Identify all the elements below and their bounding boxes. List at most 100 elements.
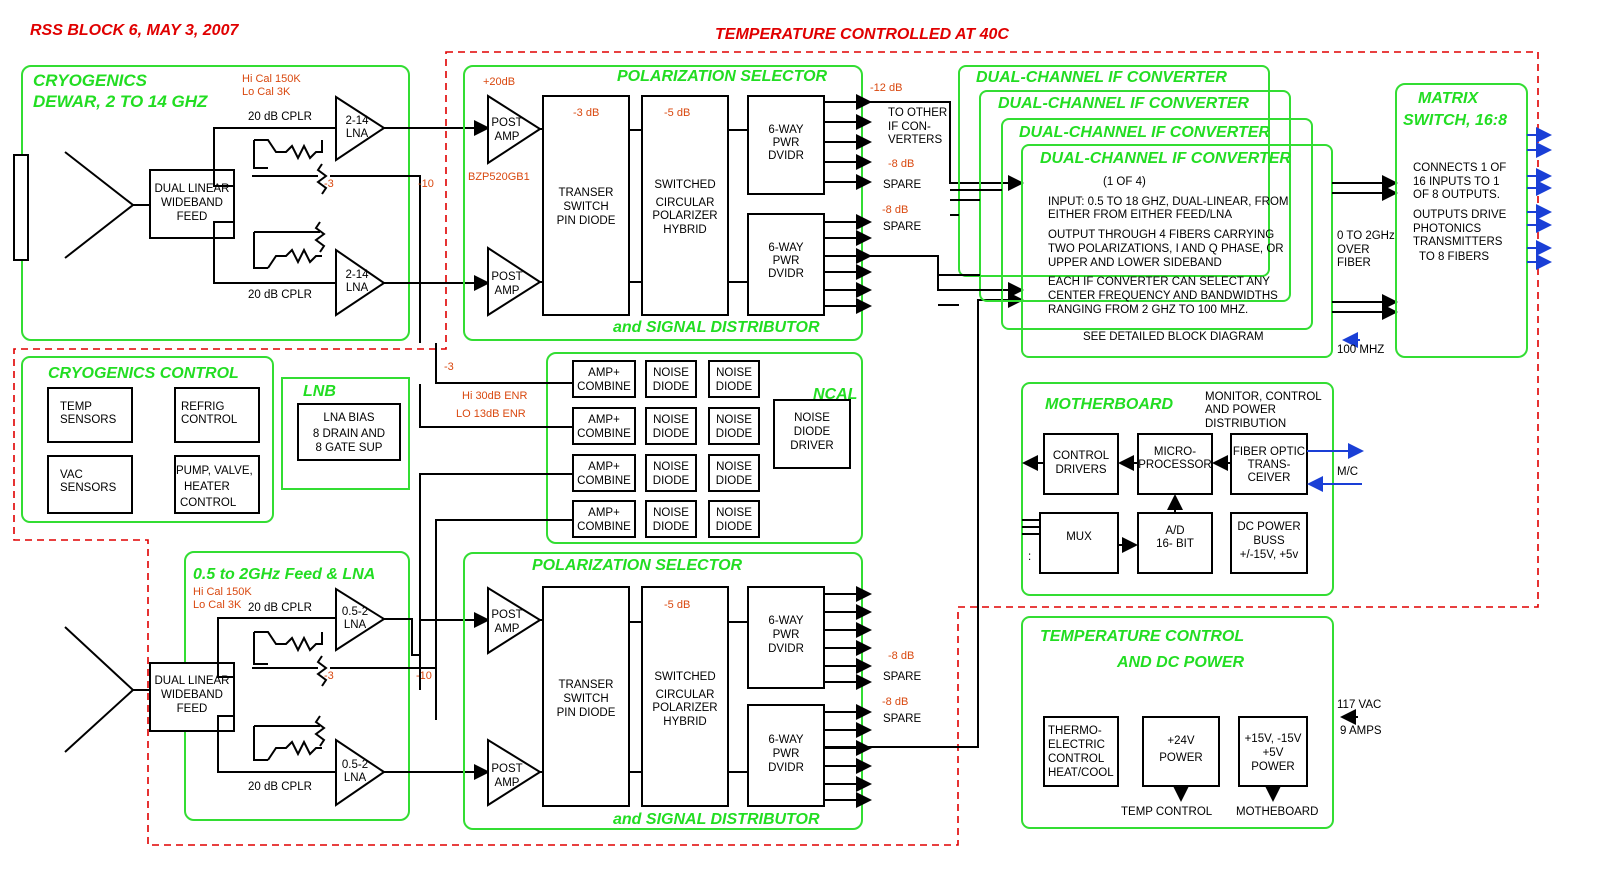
motherboard-block: MOTHERBOARD MONITOR, CONTROL AND POWER D… [1021,382,1364,596]
cryogenics-dewar-block: CRYOGENICS DEWAR, 2 TO 14 GHZ Hi Cal 150… [13,65,490,341]
svg-text:DVIDR: DVIDR [768,643,804,655]
svg-text:CONTROL: CONTROL [1053,450,1110,462]
transfer-switch-low [542,586,630,807]
svg-text:0.5-2: 0.5-2 [342,759,368,771]
lna-bias [297,403,401,461]
lna-bottom [335,248,386,317]
svg-text:20 dB CPLR: 20 dB CPLR [248,602,312,614]
svg-text:HYBRID: HYBRID [663,224,706,236]
svg-text:SPARE: SPARE [883,671,921,683]
svg-text:+15V, -15V: +15V, -15V [1245,733,1302,745]
svg-text:VAC: VAC [60,469,83,481]
svg-text:DISTRIBUTION: DISTRIBUTION [1205,418,1286,430]
svg-text:-3 dB: -3 dB [573,107,599,119]
noise-diode [708,360,760,398]
noise-diode-label: DIODE [653,521,690,533]
svg-text:-3: -3 [324,670,334,682]
svg-text:ELECTRIC: ELECTRIC [1048,739,1105,751]
svg-text:HYBRID: HYBRID [663,716,706,728]
svg-text:-8 dB: -8 dB [888,650,914,662]
svg-text:INPUT: 0.5 TO 18 GHZ, DUAL-LIN: INPUT: 0.5 TO 18 GHZ, DUAL-LINEAR, FROM [1048,196,1289,208]
svg-text:IF CON-: IF CON- [888,121,931,133]
svg-text:-10: -10 [416,670,432,682]
svg-text:16 INPUTS TO 1: 16 INPUTS TO 1 [1413,176,1500,188]
power-divider-bottom [747,213,825,316]
svg-text:AMP: AMP [495,131,520,143]
svg-text:POST: POST [491,609,522,621]
svg-text:2-14: 2-14 [345,115,369,127]
low-lna-bottom [335,738,386,807]
svg-text:0 TO 2GHz: 0 TO 2GHz [1337,230,1395,242]
noise-diode [708,454,760,492]
matrix-switch-block: MATRIX SWITCH, 16:8 CONNECTS 1 OF 16 INP… [1395,83,1552,358]
svg-text:A/D: A/D [1165,525,1184,537]
svg-text:LNA: LNA [344,772,367,784]
mux [1039,512,1119,574]
svg-text:-5 dB: -5 dB [664,107,690,119]
coupler-top-label: 20 dB CPLR [248,111,312,123]
noise-diode-label: DIODE [653,475,690,487]
svg-text:-8 dB: -8 dB [882,204,908,216]
cryogenics-title: CRYOGENICS [33,71,148,90]
post-amp-bottom [487,246,542,317]
svg-text:AND POWER: AND POWER [1205,404,1276,416]
svg-text:SWITCHED: SWITCHED [654,179,715,191]
svg-text:-3: -3 [324,178,334,190]
svg-text:+20dB: +20dB [483,76,515,88]
svg-text:100 MHZ: 100 MHZ [1337,344,1384,356]
svg-text:Hi 30dB ENR: Hi 30dB ENR [462,390,527,402]
svg-text:TRANSER: TRANSER [559,187,614,199]
svg-text:-12 dB: -12 dB [870,82,902,94]
svg-text:AND DC POWER: AND DC POWER [1116,654,1245,671]
svg-text:+/-15V, +5v: +/-15V, +5v [1240,549,1299,561]
coupler-bottom-label: 20 dB CPLR [248,289,312,301]
noise-diode-label: NOISE [716,414,752,426]
amp-combine-label: COMBINE [577,428,631,440]
svg-text:LNB: LNB [303,383,336,400]
post-amp-low-bottom [487,738,542,807]
noise-diode-label: NOISE [653,507,689,519]
pump-valve-heater-control [174,455,260,514]
svg-text:TEMP: TEMP [60,401,92,413]
svg-text:6-WAY: 6-WAY [768,124,803,136]
amp-combine [572,360,636,398]
svg-text:DRIVER: DRIVER [790,440,833,452]
if-converter-stack: DUAL-CHANNEL IF CONVERTER DUAL-CHANNEL I… [938,65,1398,358]
ncal-block: NCAL Hi 30dB ENR LO 13dB ENR -3 AMP+COMB… [419,270,863,720]
svg-text:(1 OF 4): (1 OF 4) [1103,176,1146,188]
svg-text:-5 dB: -5 dB [664,599,690,611]
svg-text:PIN DIODE: PIN DIODE [557,215,616,227]
svg-text:and SIGNAL DISTRIBUTOR: and SIGNAL DISTRIBUTOR [613,319,820,336]
svg-text:WIDEBAND: WIDEBAND [161,689,223,701]
svg-text:20 dB CPLR: 20 dB CPLR [248,781,312,793]
circular-polarizer-hybrid-low [641,586,729,807]
temperature-zone-boundary [13,51,1539,846]
dewar-window [13,154,29,261]
cryogenics-subtitle: DEWAR, 2 TO 14 GHZ [33,92,208,111]
cryogenics-control-block: CRYOGENICS CONTROL TEMP SENSORS REFRIG C… [21,356,274,523]
svg-text:PWR: PWR [773,748,800,760]
svg-text:CONTROL: CONTROL [180,497,237,509]
svg-text:PWR: PWR [773,629,800,641]
noise-diode [708,500,760,538]
noise-diode [645,407,697,445]
svg-text:SWITCHED: SWITCHED [654,671,715,683]
svg-text:RANGING FROM 2 GHZ TO 100 MHZ.: RANGING FROM 2 GHZ TO 100 MHZ. [1048,304,1248,316]
noise-diode-label: DIODE [653,428,690,440]
svg-text:-10: -10 [418,178,434,190]
svg-text:0.5 to 2GHz Feed & LNA: 0.5 to 2GHz Feed & LNA [193,566,375,583]
noise-diode [645,360,697,398]
svg-text:OUTPUT THROUGH 4 FIBERS CARRYI: OUTPUT THROUGH 4 FIBERS CARRYING [1048,229,1274,241]
polarization-selector-bottom: POLARIZATION SELECTOR and SIGNAL DISTRIB… [463,552,921,830]
svg-text:-8 dB: -8 dB [882,696,908,708]
svg-text:6-WAY: 6-WAY [768,242,803,254]
svg-text:CEIVER: CEIVER [1248,472,1291,484]
svg-text:PHOTONICS: PHOTONICS [1413,223,1481,235]
svg-text:SPARE: SPARE [883,713,921,725]
svg-text:DVIDR: DVIDR [768,150,804,162]
svg-text:6-WAY: 6-WAY [768,615,803,627]
svg-text:DUAL-CHANNEL IF CONVERTER: DUAL-CHANNEL IF CONVERTER [1019,124,1270,141]
svg-text:EACH IF CONVERTER CAN SELECT A: EACH IF CONVERTER CAN SELECT ANY [1048,276,1270,288]
svg-text:SENSORS: SENSORS [60,482,117,494]
noise-diode-label: DIODE [716,475,753,487]
